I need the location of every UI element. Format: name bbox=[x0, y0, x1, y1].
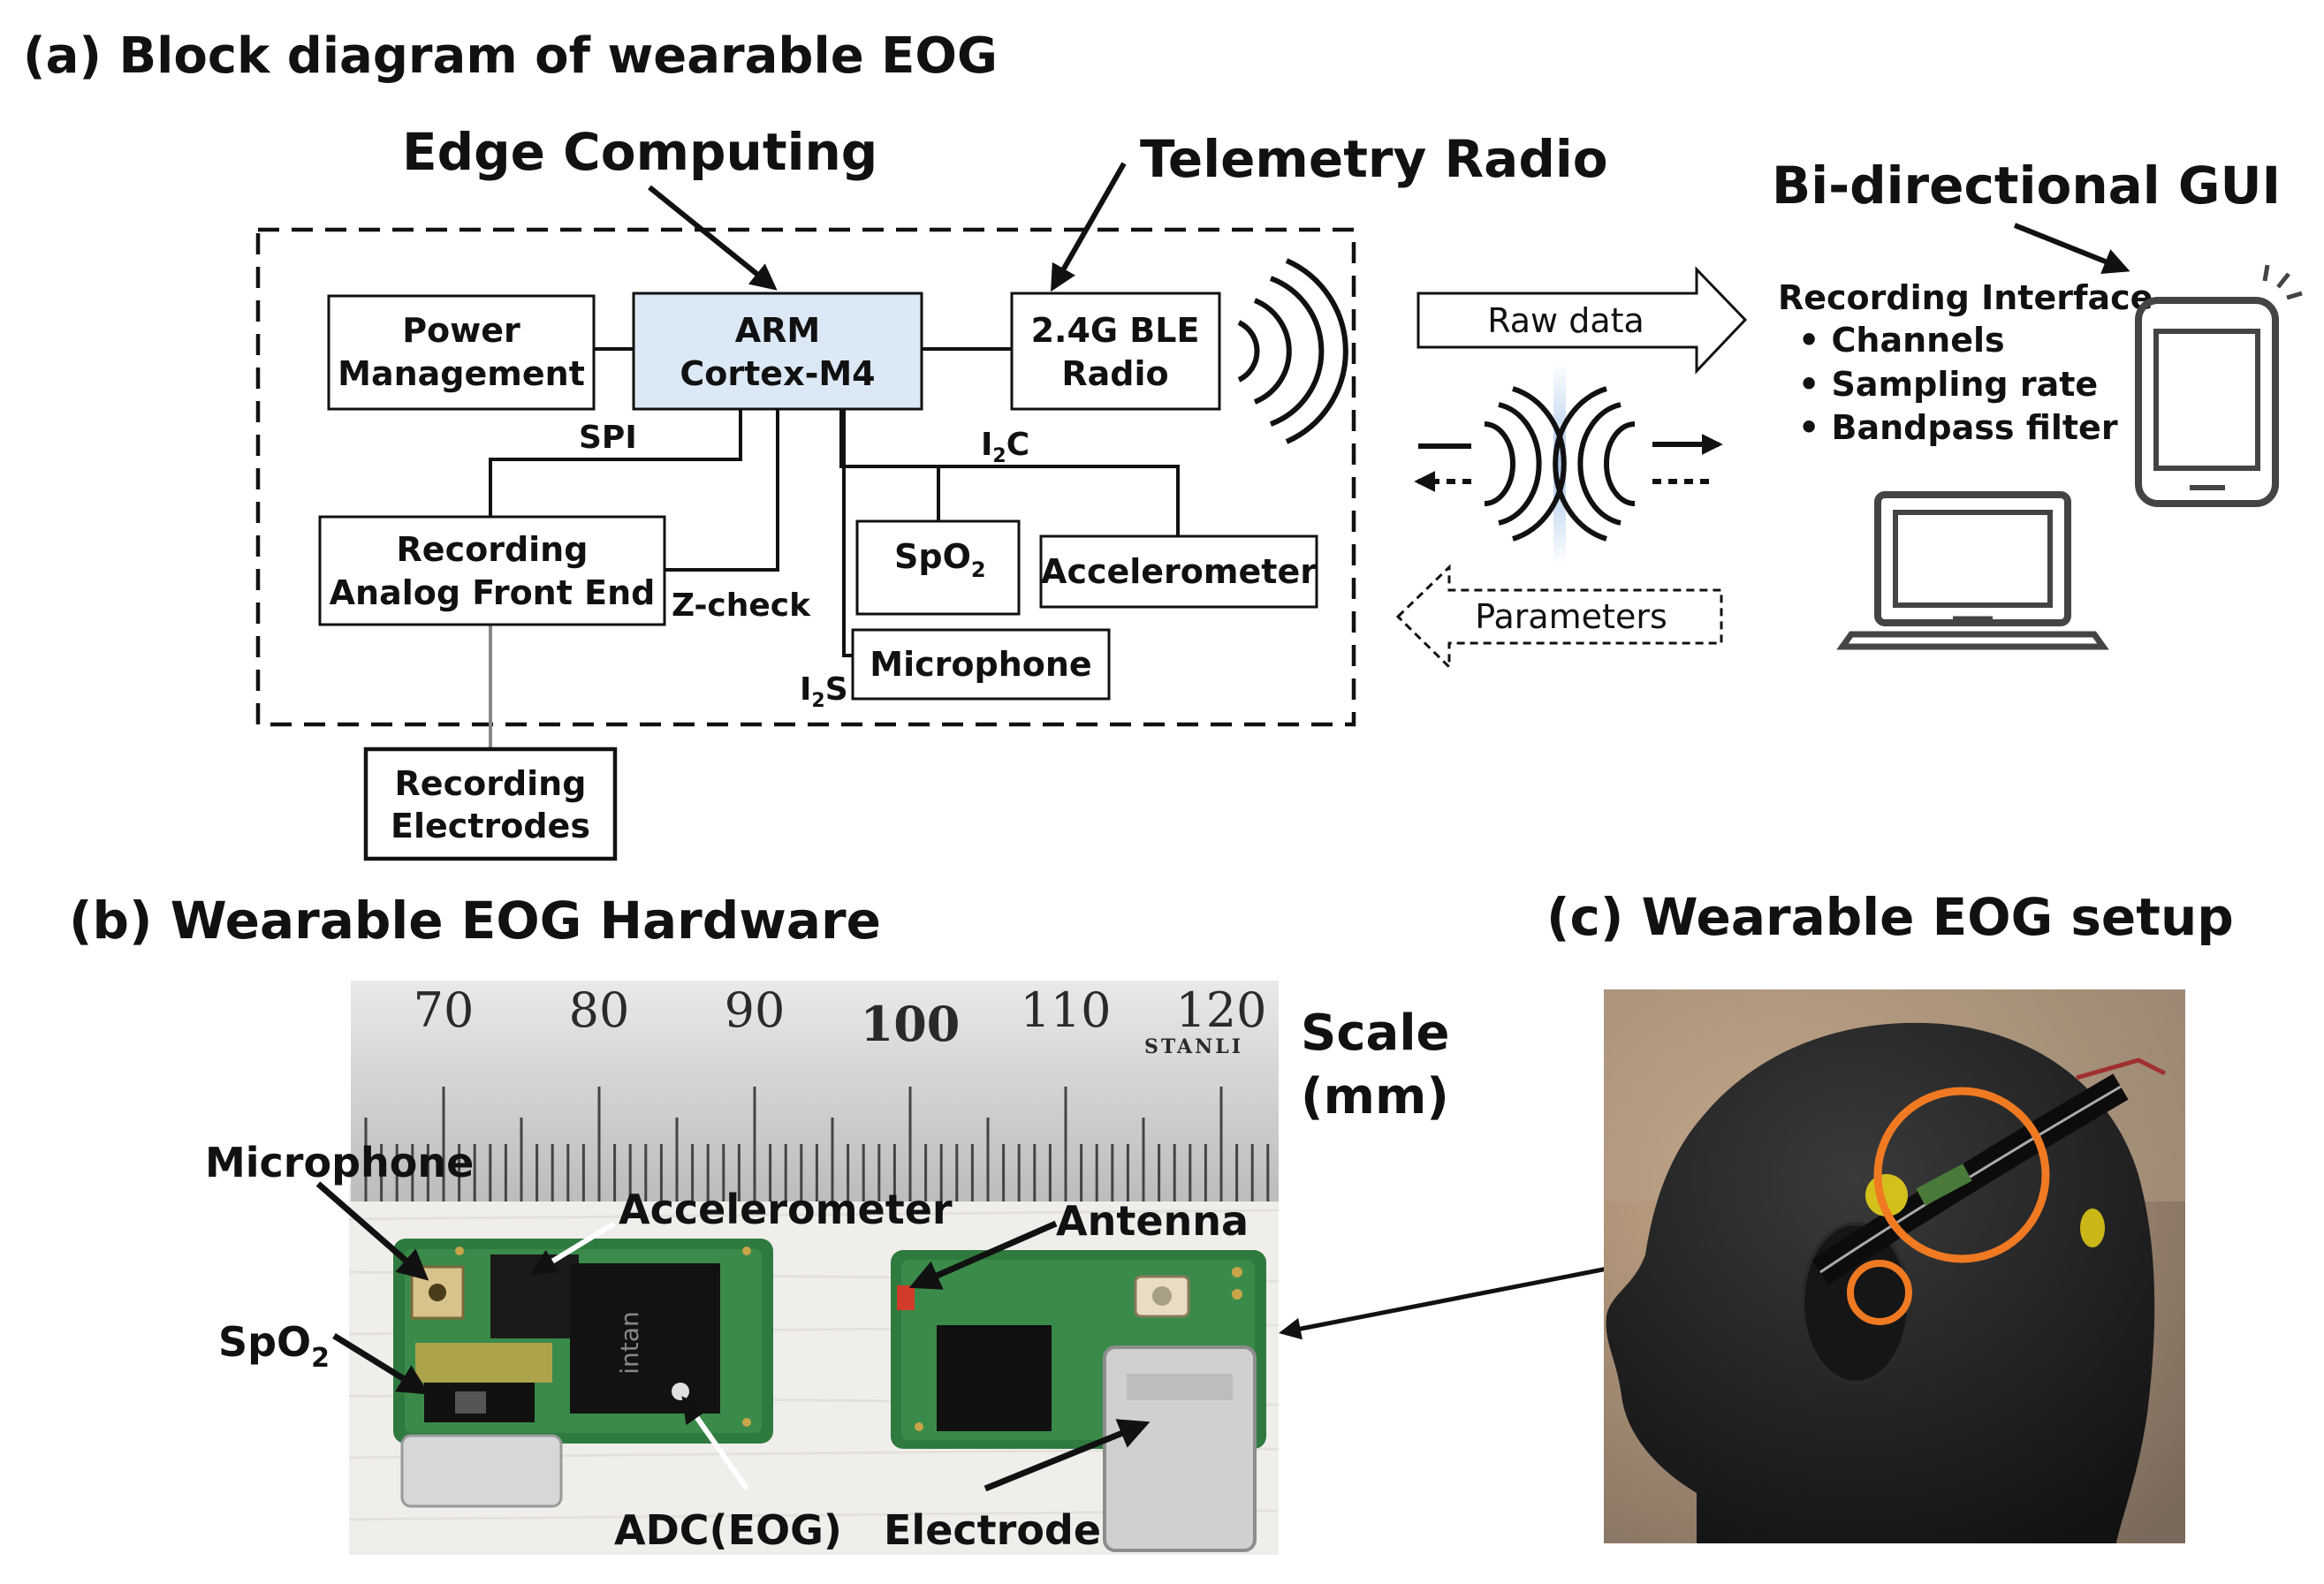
hw-microphone-label: Microphone bbox=[205, 1139, 474, 1186]
laptop-icon bbox=[1836, 491, 2109, 650]
microphone-arrow bbox=[315, 1181, 429, 1281]
arm-label-2: Cortex-M4 bbox=[680, 354, 875, 393]
telemetry-radio-arrow bbox=[1051, 162, 1127, 292]
hw-accelerometer-label: Accelerometer bbox=[619, 1186, 953, 1233]
spi-label: SPI bbox=[579, 420, 637, 456]
ruler-numbers: 70 80 90 100 110 120 STANLI bbox=[414, 982, 1267, 1058]
afe-label-2: Analog Front End bbox=[330, 573, 656, 612]
arm-cortex-block: ARM Cortex-M4 bbox=[632, 292, 923, 411]
electrodes-label-1: Recording bbox=[395, 764, 587, 803]
afe-block: Recording Analog Front End bbox=[318, 515, 666, 626]
ble-label-1: 2.4G BLE bbox=[1031, 311, 1200, 350]
device-boundary bbox=[255, 227, 1356, 727]
power-label-2: Management bbox=[338, 354, 585, 393]
spo2-arrow bbox=[332, 1333, 429, 1395]
gui-item-sampling: • Sampling rate bbox=[1798, 365, 2098, 404]
accelerometer-label: Accelerometer bbox=[1041, 552, 1317, 591]
section-a-title: (a) Block diagram of wearable EOG bbox=[23, 27, 998, 85]
parameters-label: Parameters bbox=[1475, 597, 1667, 636]
bidirectional-gui-arrow bbox=[2013, 223, 2130, 275]
section-c-title: (c) Wearable EOG setup bbox=[1546, 887, 2234, 947]
ruler-num-80: 80 bbox=[569, 982, 630, 1038]
parameters-arrow: Parameters bbox=[1395, 564, 1723, 671]
svg-text:intan: intan bbox=[615, 1311, 644, 1374]
hw-antenna-label: Antenna bbox=[1056, 1197, 1249, 1245]
gui-item-channels: • Channels bbox=[1798, 321, 2005, 360]
ble-label-2: Radio bbox=[1061, 354, 1168, 393]
zcheck-label: Z-check bbox=[672, 587, 811, 624]
hw-electrode-label: Electrode bbox=[884, 1506, 1101, 1554]
ruler-brand: STANLI bbox=[1144, 1035, 1243, 1058]
ruler-num-120: 120 bbox=[1175, 982, 1266, 1038]
power-label-1: Power bbox=[402, 311, 520, 350]
gui-heading: Recording Interface bbox=[1778, 278, 2153, 317]
electrode-arrow bbox=[984, 1419, 1151, 1492]
raw-data-label: Raw data bbox=[1487, 301, 1644, 340]
phone-icon bbox=[2135, 264, 2303, 507]
ruler-num-90: 90 bbox=[725, 982, 786, 1038]
hardware-photo: 70 80 90 100 110 120 STANLI intan bbox=[315, 981, 1280, 1555]
ble-radio-block: 2.4G BLE Radio bbox=[1010, 292, 1221, 411]
accelerometer-block: Accelerometer bbox=[1039, 534, 1318, 609]
hw-adc-label: ADC(EOG) bbox=[614, 1506, 842, 1554]
accelerometer-arrow bbox=[529, 1221, 616, 1276]
wireless-divider bbox=[1553, 362, 1566, 565]
spo2-block: SpO2 bbox=[855, 519, 1021, 616]
edge-computing-arrow bbox=[648, 185, 778, 291]
telemetry-radio-callout: Telemetry Radio bbox=[1140, 129, 1608, 189]
scale-label-1: Scale bbox=[1301, 1004, 1450, 1062]
ruler-ticks bbox=[364, 1087, 1270, 1201]
edge-computing-callout: Edge Computing bbox=[402, 122, 877, 182]
bidirectional-gui-callout: Bi-directional GUI bbox=[1772, 155, 2281, 216]
hw-spo2-label: SpO2 bbox=[218, 1318, 330, 1374]
raw-data-arrow: Raw data bbox=[1416, 266, 1748, 375]
spo2-label: SpO2 bbox=[894, 537, 986, 582]
wireless-exchange-icon bbox=[1414, 386, 1723, 542]
left-pcb: intan bbox=[393, 1239, 773, 1508]
microphone-block: Microphone bbox=[851, 628, 1111, 701]
setup-photo bbox=[1604, 989, 2185, 1543]
power-management-block: Power Management bbox=[327, 294, 596, 411]
adc-arrow bbox=[681, 1396, 749, 1490]
i2c-label: I2C bbox=[981, 427, 1029, 467]
afe-label-1: Recording bbox=[397, 530, 589, 569]
ruler-num-100: 100 bbox=[861, 996, 961, 1052]
section-b-title: (b) Wearable EOG Hardware bbox=[69, 891, 881, 951]
antenna-arrow bbox=[908, 1220, 1058, 1290]
i2s-label: I2S bbox=[800, 671, 848, 712]
ruler-num-110: 110 bbox=[1020, 982, 1111, 1038]
gui-item-bandpass: • Bandpass filter bbox=[1798, 408, 2118, 447]
radio-waves-icon bbox=[1237, 258, 1348, 444]
bus-lines bbox=[489, 347, 1180, 657]
microphone-label: Microphone bbox=[870, 645, 1091, 684]
electrodes-label-2: Electrodes bbox=[391, 807, 590, 845]
right-pcb bbox=[891, 1250, 1266, 1552]
electrodes-block: Recording Electrodes bbox=[363, 747, 618, 861]
arm-label-1: ARM bbox=[735, 311, 820, 350]
scale-label-2: (mm) bbox=[1301, 1068, 1449, 1125]
ruler-num-70: 70 bbox=[414, 982, 475, 1038]
